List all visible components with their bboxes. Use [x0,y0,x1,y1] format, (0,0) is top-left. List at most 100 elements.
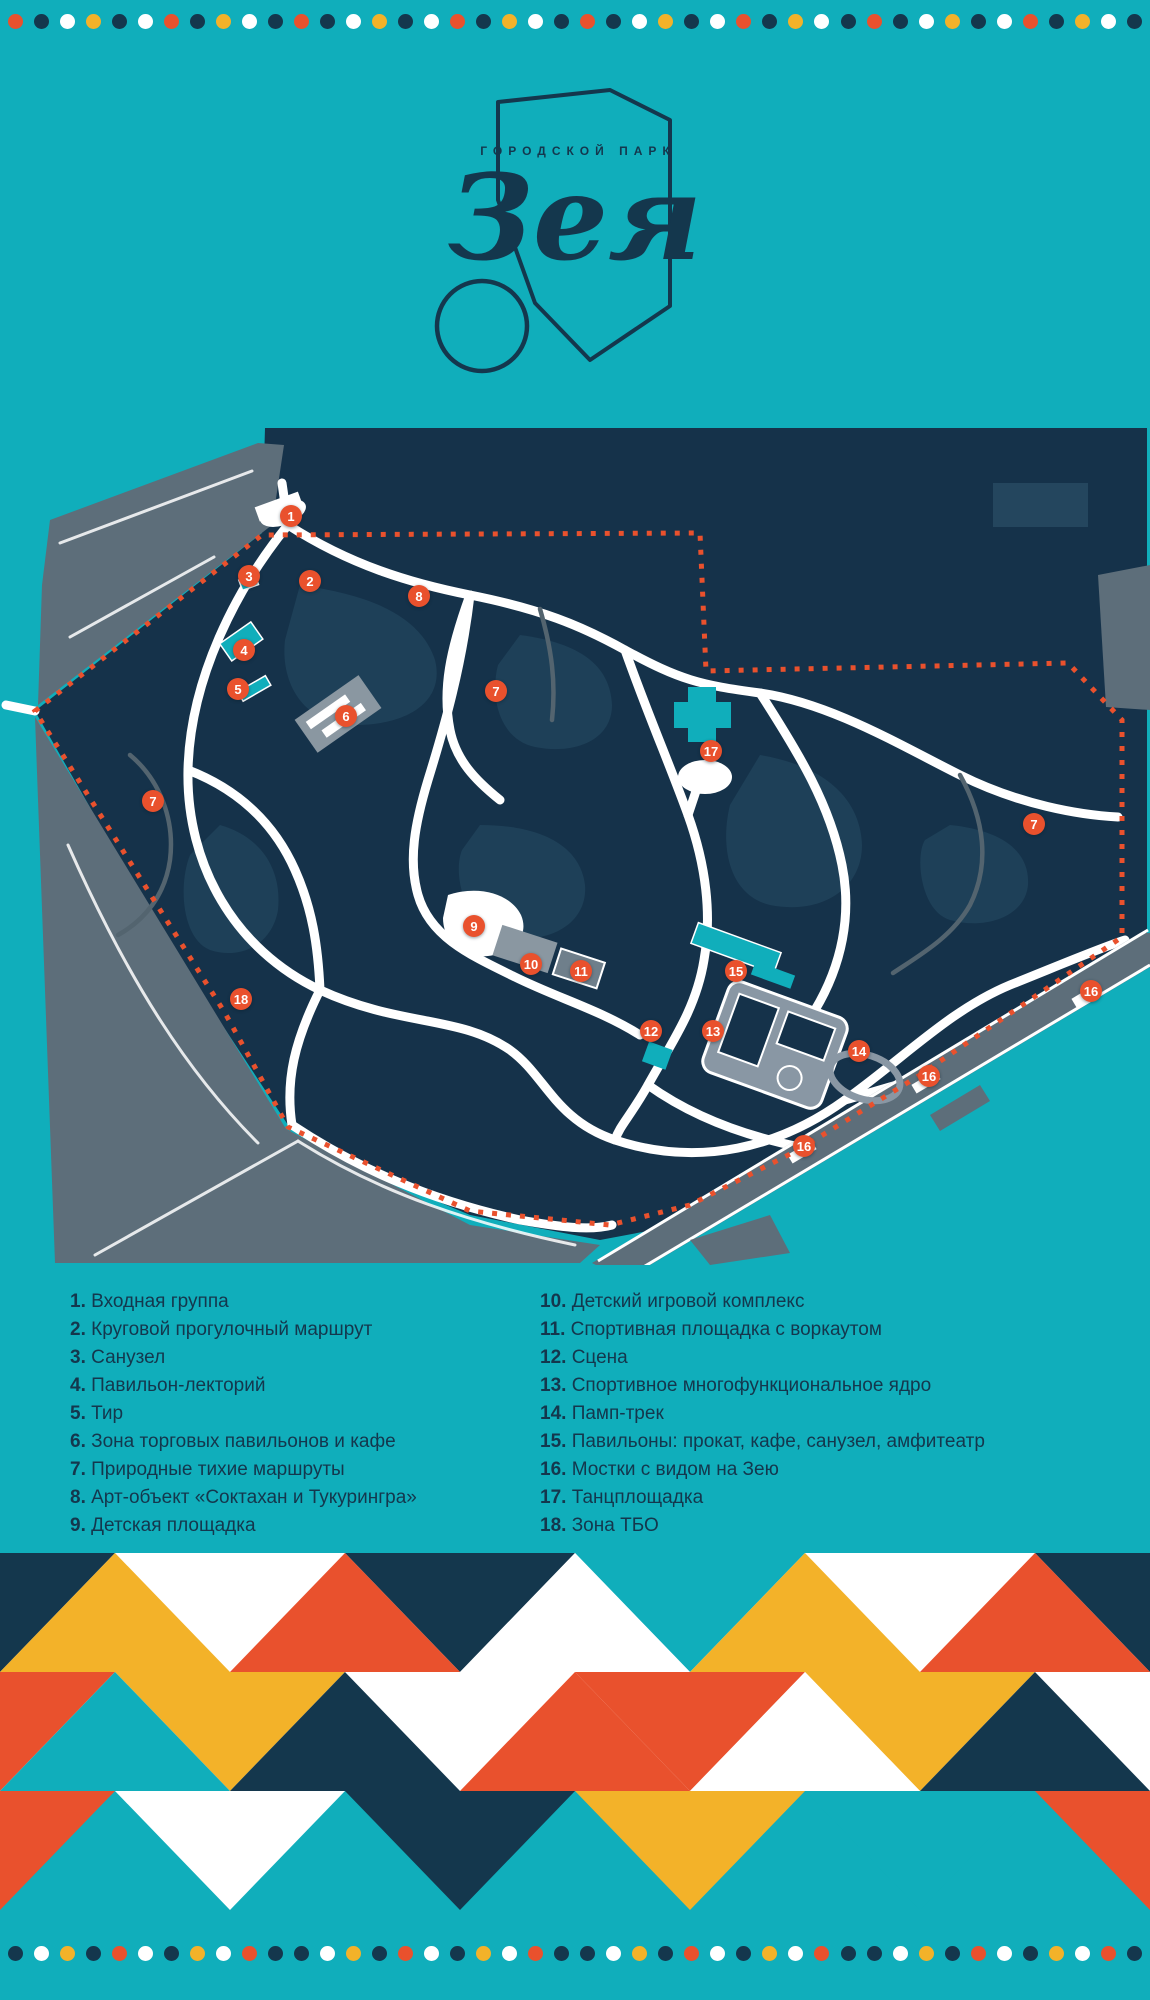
border-dot [736,14,752,29]
legend-item-17: 17. Танцплощадка [540,1487,704,1508]
legend-item-3: 3. Санузел [70,1347,166,1368]
border-dot [34,14,50,29]
border-dot [814,1946,830,1961]
pattern-triangle [690,1553,920,1672]
city-block-northeast [993,483,1088,527]
pattern-triangle [690,1672,920,1791]
border-dot [268,14,284,29]
border-dot [190,14,206,29]
pattern-triangle [115,1672,345,1791]
border-dot [918,1946,934,1961]
border-dot [190,1946,206,1961]
pier-shape [930,1085,990,1131]
border-dot [476,14,492,29]
border-dot [502,14,518,29]
legend-item-14: 14. Памп-трек [540,1403,664,1424]
border-dot [580,1946,596,1961]
pattern-triangle [575,1672,805,1791]
border-dot [450,14,466,29]
legend-item-15: 15. Павильоны: прокат, кафе, санузел, ам… [540,1431,985,1452]
border-dot [450,1946,466,1961]
border-dot [1048,14,1064,29]
border-dot [1022,1946,1038,1961]
border-dot [294,1946,310,1961]
city-blocks-southwest [35,717,600,1263]
pattern-triangle [460,1672,690,1791]
city-block-east [1098,565,1150,710]
pump-track [826,1049,904,1105]
pattern-triangle [345,1791,575,1910]
pattern-triangle [920,1553,1150,1672]
border-dot [814,14,830,29]
border-dot [658,14,674,29]
pavilions-annex [750,961,796,989]
legend-item-4: 4. Павильон-лекторий [70,1375,266,1396]
border-dot [1126,1946,1142,1961]
border-dot [164,14,180,29]
legend-item-12: 12. Сцена [540,1347,628,1368]
pavilions-building [689,921,783,975]
pattern-triangle [920,1672,1150,1791]
legend-item-10: 10. Детский игровой комплекс [540,1291,805,1312]
border-dot [424,1946,440,1961]
border-dot [398,1946,414,1961]
pattern-triangle [0,1791,115,1910]
nature-trails [115,606,985,976]
border-dot [580,14,596,29]
pattern-triangle [345,1553,575,1672]
legend-item-18: 18. Зона ТБО [540,1515,659,1536]
border-dot [112,14,128,29]
border-dot [866,1946,882,1961]
border-dot [970,1946,986,1961]
entrance-building [254,491,304,522]
border-dot [1022,14,1038,29]
border-dot [372,14,388,29]
pattern-triangle [345,1672,575,1791]
border-dot [372,1946,388,1961]
pattern-triangle [230,1672,460,1791]
border-dot [866,14,882,29]
border-dot [346,14,362,29]
border-dot [788,1946,804,1961]
border-dot [710,1946,726,1961]
city-blocks-northwest [38,443,284,705]
border-dot [268,1946,284,1961]
border-dot [60,1946,76,1961]
border-dot [970,14,986,29]
border-dot [554,14,570,29]
border-dot [8,1946,23,1961]
border-dot [996,1946,1012,1961]
pattern-triangle [575,1553,805,1672]
legend-item-2: 2. Круговой прогулочный маршрут [70,1319,373,1340]
border-dot [528,14,544,29]
border-dot [216,14,232,29]
pattern-triangle [115,1791,345,1910]
stage [641,1041,673,1070]
logo-circle [434,278,530,374]
border-dot [1048,1946,1064,1961]
central-plaza [678,760,732,794]
border-dot [1074,1946,1090,1961]
border-dot [684,14,700,29]
border-dot [138,1946,154,1961]
legend-item-5: 5. Тир [70,1403,124,1424]
border-dot [242,1946,258,1961]
border-dot [8,14,23,29]
border-dot [86,1946,102,1961]
pattern-triangle [0,1672,230,1791]
border-dot [164,1946,180,1961]
border-dot [710,14,726,29]
top-dots-border [0,14,1150,29]
legend-item-7: 7. Природные тихие маршруты [70,1459,345,1480]
border-dot [892,14,908,29]
sports-core [701,980,849,1110]
legend-item-6: 6. Зона торговых павильонов и кафе [70,1431,396,1452]
border-dot [86,14,102,29]
pattern-triangle [460,1553,690,1672]
border-dot [398,14,414,29]
logo-subtitle: ГОРОДСКОЙ ПАРК [480,144,676,158]
border-dot [1074,14,1090,29]
bottom-dots-border [0,1946,1150,1961]
